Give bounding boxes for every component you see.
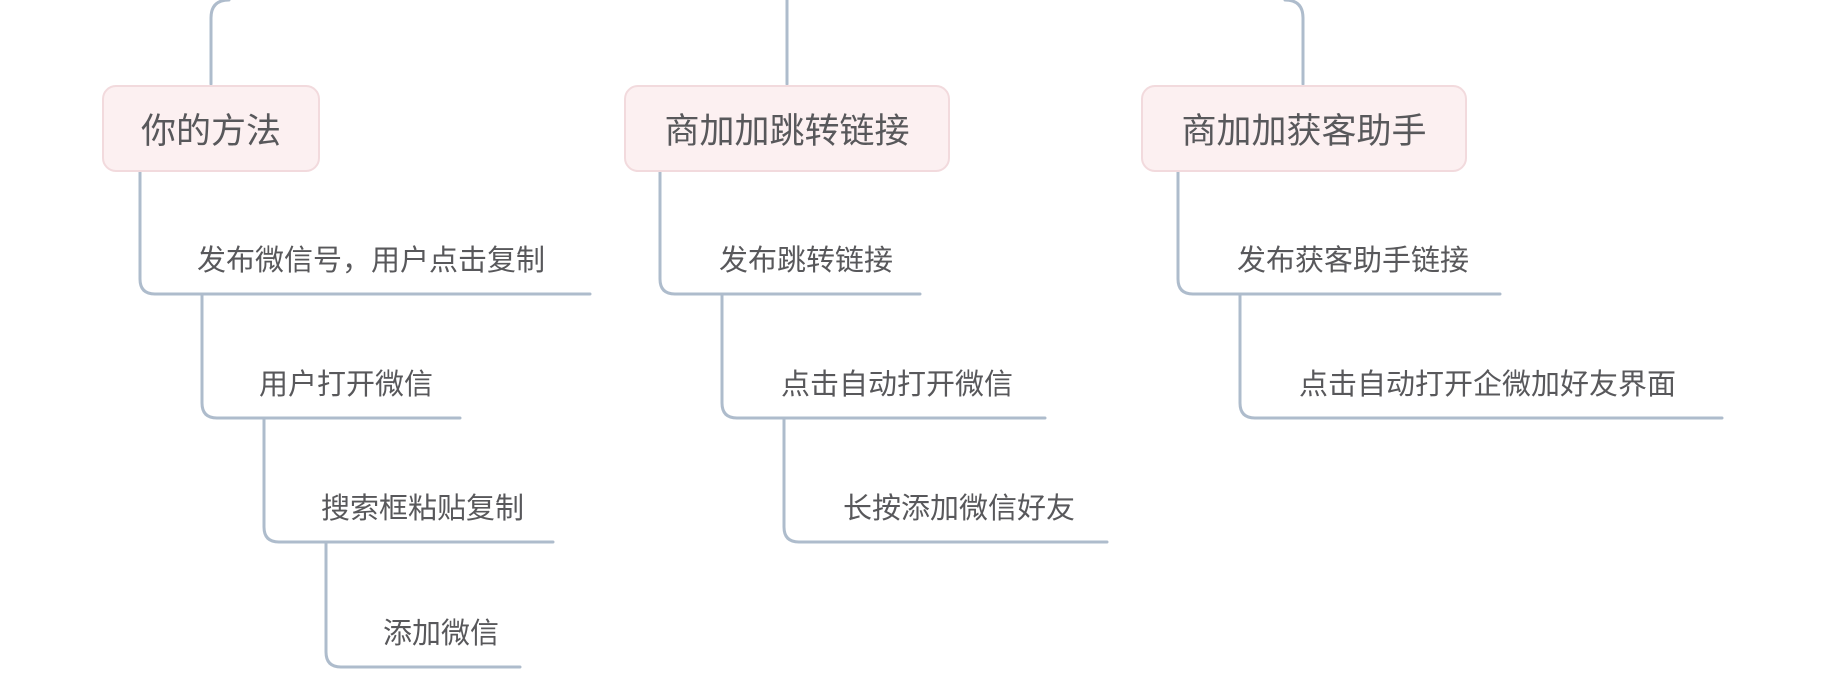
connector-b1-s4	[324, 540, 522, 669]
trunk-line-3	[1283, 0, 1305, 86]
step-node-b2-1[interactable]: 发布跳转链接	[719, 243, 894, 277]
step-node-b1-1[interactable]: 发布微信号，用户点击复制	[197, 243, 546, 277]
trunk-line-1	[209, 0, 231, 86]
step-node-b3-2[interactable]: 点击自动打开企微加好友界面	[1299, 367, 1677, 401]
branch-node-3[interactable]: 商加加获客助手	[1141, 85, 1467, 172]
branch-node-1[interactable]: 你的方法	[102, 85, 320, 172]
connector-b1-s1	[138, 170, 592, 296]
connector-b2-s3	[782, 416, 1109, 544]
step-node-b1-3[interactable]: 搜索框粘贴复制	[321, 491, 525, 525]
branch-title: 你的方法	[140, 112, 281, 152]
step-node-b3-1[interactable]: 发布获客助手链接	[1237, 243, 1470, 277]
branch-title: 商加加跳转链接	[664, 112, 910, 152]
connector-b1-s3	[262, 416, 555, 544]
branch-title: 商加加获客助手	[1181, 112, 1427, 152]
connector-b2-s2	[720, 292, 1047, 420]
step-node-b1-2[interactable]: 用户打开微信	[259, 367, 434, 401]
connector-b1-s2	[200, 292, 462, 420]
connector-b3-s1	[1176, 170, 1502, 296]
step-node-b1-4[interactable]: 添加微信	[383, 616, 500, 650]
branch-node-2[interactable]: 商加加跳转链接	[624, 85, 950, 172]
step-node-b2-3[interactable]: 长按添加微信好友	[843, 491, 1076, 525]
connector-b2-s1	[658, 170, 922, 296]
connector-b3-s2	[1238, 292, 1724, 420]
step-node-b2-2[interactable]: 点击自动打开微信	[781, 367, 1014, 401]
